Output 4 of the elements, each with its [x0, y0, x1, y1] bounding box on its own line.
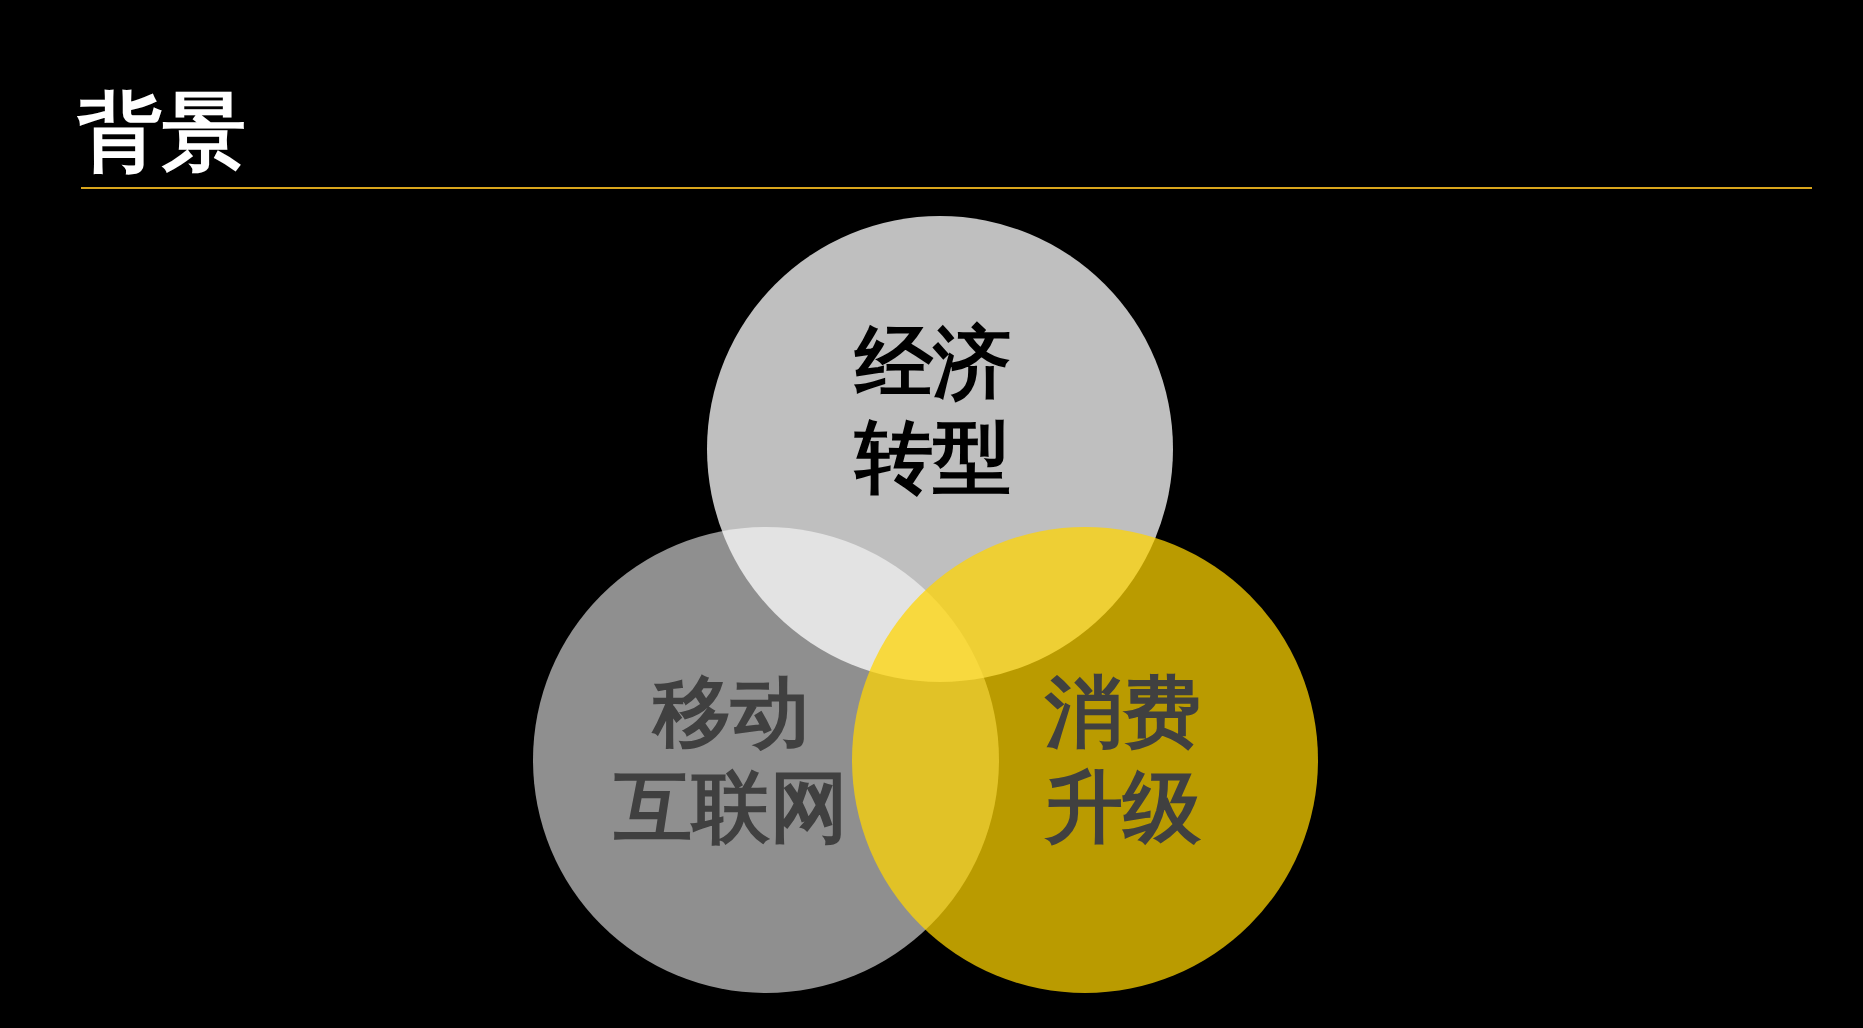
circle-label: 移动互联网	[614, 666, 848, 854]
slide-title: 背景	[78, 82, 246, 182]
circle-label: 经济转型	[855, 316, 1011, 504]
circle-label: 消费升级	[1045, 666, 1201, 854]
